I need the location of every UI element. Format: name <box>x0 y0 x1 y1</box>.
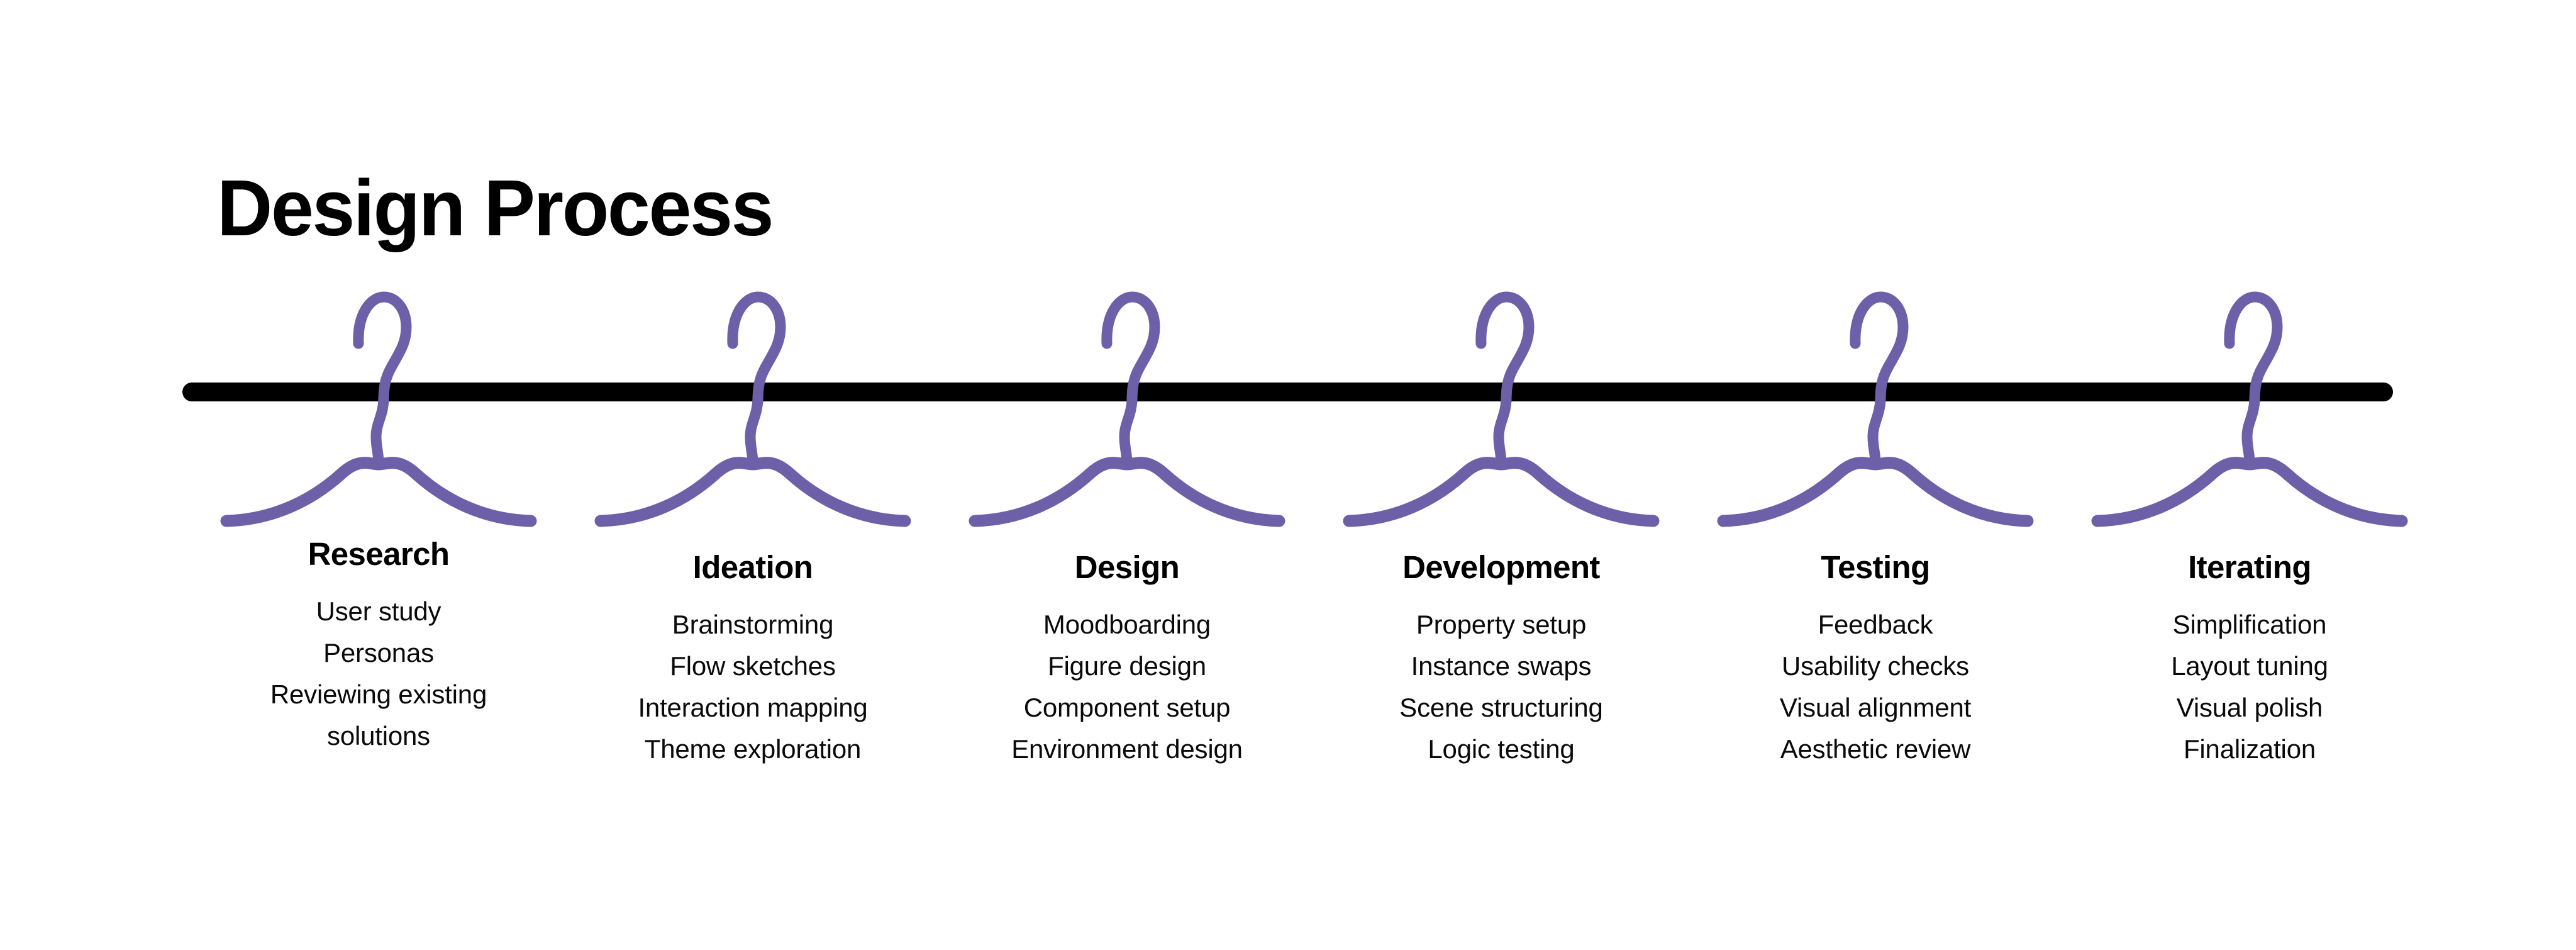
stage-heading: Iterating <box>2188 549 2311 585</box>
stage-item-list: Moodboarding Figure design Component set… <box>951 604 1303 770</box>
stage-item: Instance swaps <box>1411 651 1592 681</box>
hanger-icon-6 <box>2097 297 2402 521</box>
hanger-icon-2 <box>601 297 905 521</box>
stage-column-development: Development Property setup Instance swap… <box>1325 551 1677 770</box>
stage-heading: Testing <box>1821 549 1930 585</box>
stage-item: Property setup <box>1416 610 1587 639</box>
stage-item: Aesthetic review <box>1780 734 1971 764</box>
stage-column-testing: Testing Feedback Usability checks Visual… <box>1699 551 2051 770</box>
stage-item: Theme exploration <box>644 734 862 764</box>
stage-column-iterating: Iterating Simplification Layout tuning V… <box>2074 551 2426 770</box>
stage-heading: Development <box>1402 549 1600 585</box>
stage-item-list: Property setup Instance swaps Scene stru… <box>1325 604 1677 770</box>
stage-item: Layout tuning <box>2171 651 2328 681</box>
stage-item: solutions <box>327 721 430 751</box>
stage-item: Visual polish <box>2176 693 2323 722</box>
stage-column-ideation: Ideation Brainstorming Flow sketches Int… <box>577 551 929 770</box>
stage-item: Component setup <box>1023 693 1231 722</box>
stage-item: Usability checks <box>1782 651 1969 681</box>
stage-column-research: Research User study Personas Reviewing e… <box>203 538 555 757</box>
hanger-icon-5 <box>1723 297 2028 521</box>
stage-item: Simplification <box>2172 610 2327 639</box>
page-title: Design Process <box>217 164 774 252</box>
stage-item: Moodboarding <box>1043 610 1211 639</box>
stage-item-list: Simplification Layout tuning Visual poli… <box>2074 604 2426 770</box>
stage-item: Scene structuring <box>1399 693 1603 722</box>
hanger-icon-1 <box>226 297 531 521</box>
stage-item: Visual alignment <box>1779 693 1972 722</box>
stage-item: Brainstorming <box>672 610 834 639</box>
stage-item: Figure design <box>1048 651 1206 681</box>
timeline-rail <box>182 383 2393 401</box>
stage-item-list: Feedback Usability checks Visual alignme… <box>1699 604 2051 770</box>
stage-item: Reviewing existing <box>270 679 487 709</box>
stage-item-list: Brainstorming Flow sketches Interaction … <box>577 604 929 770</box>
stage-item: Flow sketches <box>670 651 836 681</box>
stage-heading: Ideation <box>692 549 813 585</box>
stage-item: Finalization <box>2183 734 2316 764</box>
stage-item: Feedback <box>1818 610 1933 639</box>
stage-item: Personas <box>323 638 434 668</box>
stage-heading: Design <box>1074 549 1180 585</box>
hanger-icon-3 <box>975 297 1279 521</box>
stage-column-design: Design Moodboarding Figure design Compon… <box>951 551 1303 770</box>
stage-item: Environment design <box>1011 734 1243 764</box>
stage-item: User study <box>316 596 441 626</box>
hanger-icon-4 <box>1349 297 1653 521</box>
stage-item: Logic testing <box>1428 734 1575 764</box>
stage-item: Interaction mapping <box>638 693 868 722</box>
stage-heading: Research <box>308 536 450 572</box>
stage-item-list: User study Personas Reviewing existing s… <box>203 591 555 757</box>
